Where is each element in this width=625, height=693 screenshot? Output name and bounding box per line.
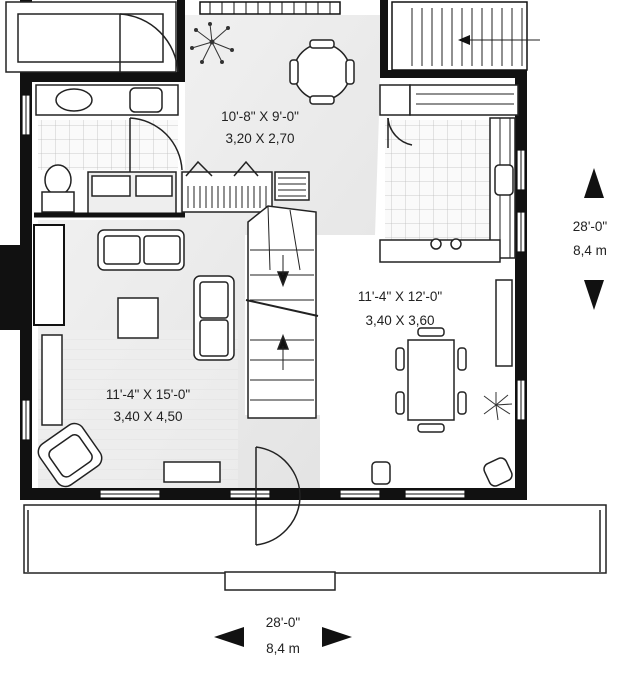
kitchen-dining-dimension-imperial: 11'-4" X 12'-0" [357, 289, 443, 304]
bathroom [34, 84, 185, 218]
front-porch [23, 504, 607, 591]
overall-depth-imperial: 28'-0" [572, 219, 608, 234]
kitchen [379, 84, 519, 263]
windows [21, 94, 526, 499]
exterior-stair [391, 1, 540, 71]
living-dimension-imperial: 11'-4" X 15'-0" [105, 387, 191, 402]
kitchen-dining-dimension-metric: 3,40 X 3,60 [365, 313, 435, 328]
main-stair [245, 205, 319, 419]
living-dimension-metric: 3,40 X 4,50 [113, 409, 183, 424]
top-window-strip [199, 1, 341, 15]
overall-width-imperial: 28'-0" [265, 615, 301, 630]
depth-dimension-arrows [584, 168, 604, 310]
dining-furniture [371, 279, 513, 487]
living-furniture [37, 229, 235, 488]
breakfast-table [289, 39, 355, 105]
overall-depth-metric: 8,4 m [573, 243, 607, 258]
top-room-dimension-metric: 3,20 X 2,70 [225, 131, 295, 146]
plant-icon [190, 22, 234, 64]
closet [181, 160, 310, 213]
overall-width-metric: 8,4 m [266, 641, 300, 656]
top-room-dimension-imperial: 10'-8" X 9'-0" [221, 109, 299, 124]
plant-icon-dining [483, 392, 513, 421]
width-dimension-arrows [214, 627, 352, 647]
vestibule [5, 1, 179, 73]
